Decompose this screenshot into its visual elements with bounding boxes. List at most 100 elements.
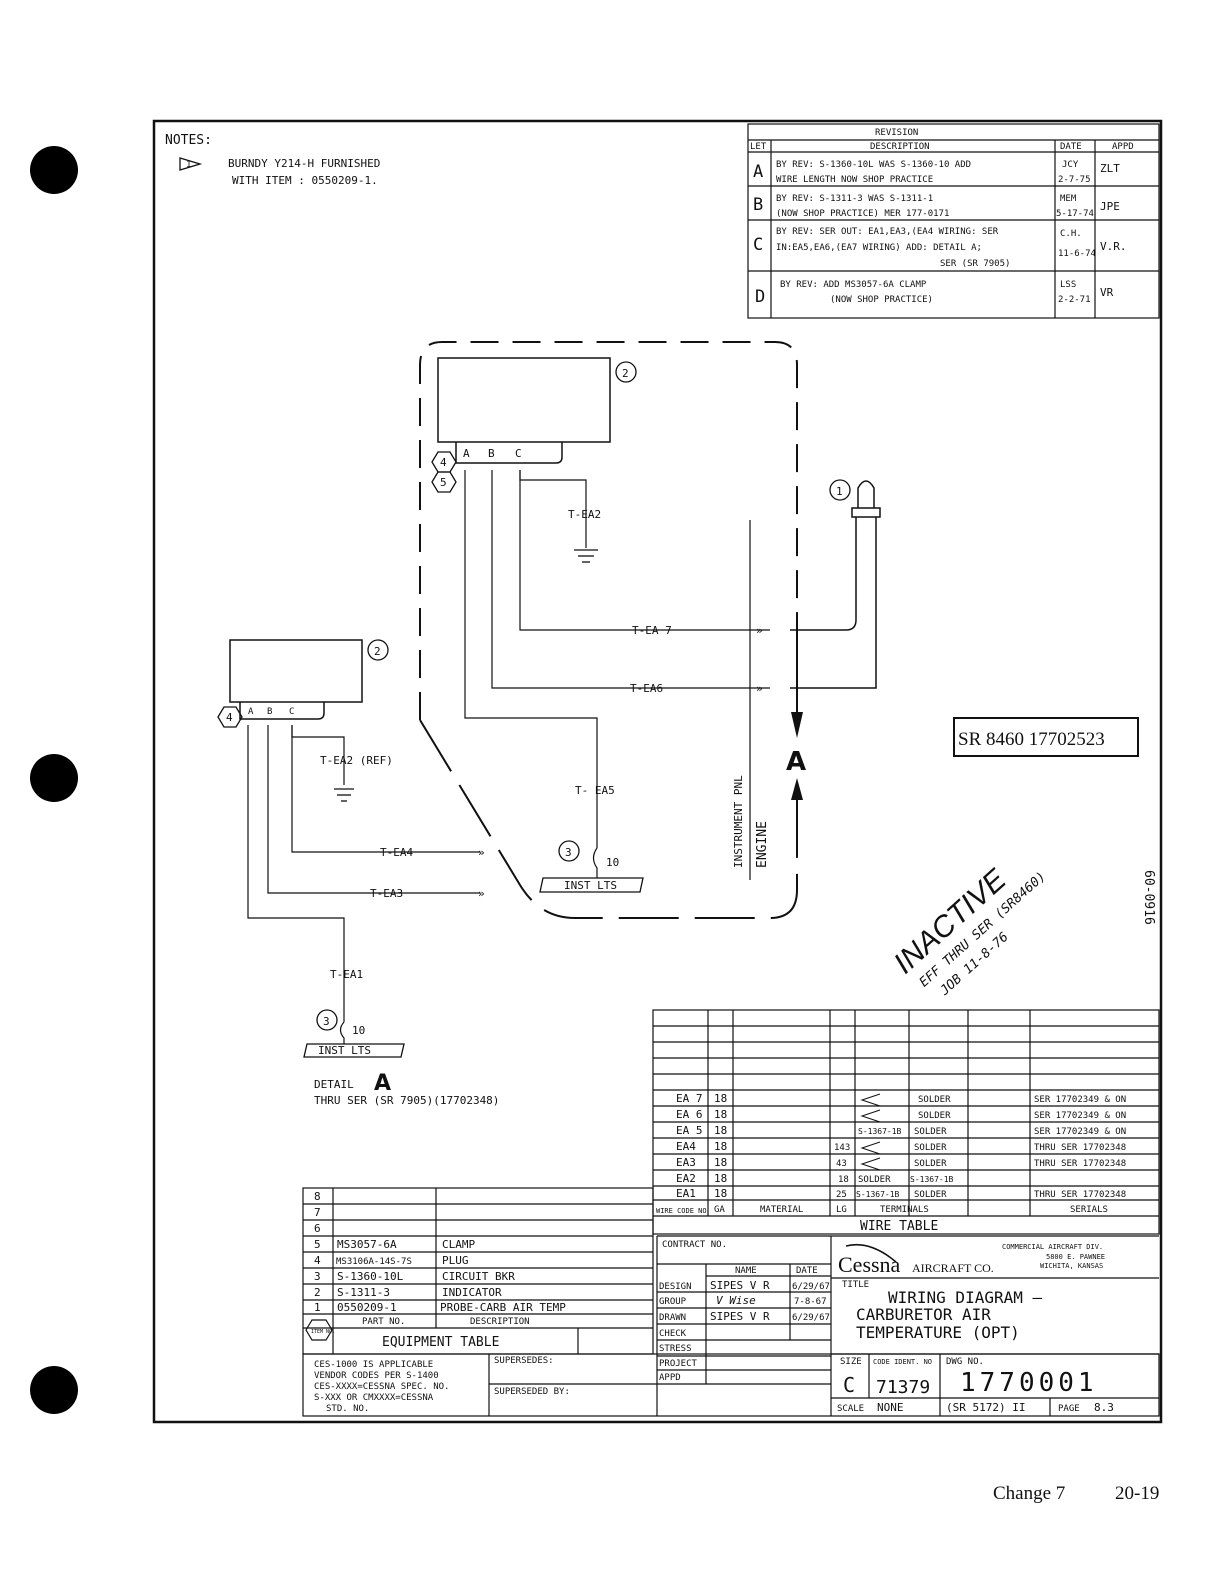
svg-text:18: 18 — [714, 1187, 727, 1200]
drawing-title-line-2: CARBURETOR AIR — [856, 1305, 991, 1324]
revision-a-date-1: JCY — [1062, 160, 1079, 170]
breaker-terminal-10-detail: 10 — [352, 1024, 365, 1037]
binder-hole-middle — [30, 754, 78, 802]
wire-table-title: WIRE TABLE — [860, 1219, 938, 1234]
svg-text:CHECK: CHECK — [659, 1329, 687, 1339]
svg-text:5: 5 — [440, 476, 447, 489]
svg-text:8: 8 — [314, 1190, 321, 1203]
svg-text:MS3057-6A: MS3057-6A — [337, 1238, 397, 1251]
pin-b-detail: B — [267, 707, 272, 717]
wire-row: EA2 18 18 SOLDER S-1367-1B — [676, 1172, 954, 1185]
svg-text:THRU SER 17702348: THRU SER 17702348 — [1034, 1159, 1126, 1169]
code-ident-value: 71379 — [876, 1377, 930, 1398]
revision-c-appd: V.R. — [1100, 240, 1127, 253]
breaker-symbol — [592, 847, 598, 878]
svg-text:4: 4 — [314, 1254, 321, 1267]
revision-d-date-2: 2-2-71 — [1058, 295, 1091, 305]
wire-header-terminals: TERMINALS — [880, 1205, 929, 1215]
revision-c-let: C — [753, 235, 763, 255]
detail-thru-serial: THRU SER (SR 7905)(17702348) — [314, 1094, 499, 1107]
svg-text:A: A — [786, 747, 806, 777]
equipment-row: 6 — [314, 1222, 321, 1235]
svg-text:V Wise: V Wise — [716, 1294, 756, 1307]
equipment-row: 5 MS3057-6A CLAMP — [314, 1238, 475, 1251]
svg-text:43: 43 — [836, 1159, 847, 1169]
engine-label: ENGINE — [755, 821, 770, 868]
svg-text:EA3: EA3 — [676, 1156, 696, 1169]
revision-title: REVISION — [875, 128, 918, 138]
engine-area-boundary — [419, 341, 798, 720]
svg-text:EA 5: EA 5 — [676, 1124, 703, 1137]
sr-stamp-box — [953, 717, 1139, 757]
svg-text:CIRCUIT BKR: CIRCUIT BKR — [442, 1270, 515, 1283]
signoff-row: CHECK — [659, 1329, 687, 1339]
svg-text:2: 2 — [374, 645, 381, 658]
svg-text:18: 18 — [714, 1108, 727, 1121]
revision-c-line-3: SER (SR 7905) — [940, 259, 1010, 269]
item-2-balloon-detail: 2 — [367, 639, 389, 661]
svg-text:EA 7: EA 7 — [676, 1092, 703, 1105]
detail-wires — [247, 725, 480, 1022]
probe-icon — [790, 480, 881, 689]
connector-symbol: » — [478, 887, 485, 900]
svg-text:STRESS: STRESS — [659, 1344, 692, 1354]
wire-label-t-ea4: T-EA4 — [380, 846, 413, 859]
col-date-label: DATE — [796, 1266, 818, 1276]
signoff-row: DESIGN SIPES V R 6/29/67 — [659, 1279, 830, 1292]
division-line-1: COMMERCIAL AIRCRAFT DIV. — [1002, 1243, 1103, 1251]
instrument-panel-label: INSTRUMENT PNL — [732, 775, 745, 868]
notes-header: NOTES: — [165, 133, 212, 148]
equipment-row: 2 S-1311-3 INDICATOR — [314, 1286, 502, 1299]
svg-text:SIPES V R: SIPES V R — [710, 1310, 770, 1323]
revision-d-line-2: (NOW SHOP PRACTICE) — [830, 295, 933, 305]
equipment-table-title: EQUIPMENT TABLE — [382, 1335, 499, 1350]
svg-text:S-1367-1B: S-1367-1B — [856, 1190, 900, 1199]
wire-row: EA 5 18 S-1367-1B SOLDER SER 17702349 & … — [676, 1124, 1126, 1137]
svg-text:SOLDER: SOLDER — [918, 1111, 951, 1121]
svg-text:18: 18 — [714, 1172, 727, 1185]
item-4-hex-detail: 4 — [217, 706, 243, 728]
signoff-row: DRAWN SIPES V R 6/29/67 — [659, 1310, 830, 1323]
footer-change: Change 7 — [993, 1483, 1066, 1504]
revision-block — [747, 123, 1160, 319]
revision-c-date-1: C.H. — [1060, 229, 1082, 239]
sheet-border — [152, 119, 1163, 1424]
equipment-table-grid — [302, 1187, 654, 1355]
wire-table-grid — [652, 1009, 1160, 1235]
signoff-row: APPD — [659, 1373, 681, 1383]
revision-a-line-1: BY REV: S-1360-10L WAS S-1360-10 ADD — [776, 160, 971, 170]
svg-text:143: 143 — [834, 1143, 850, 1153]
svg-text:4: 4 — [440, 456, 447, 469]
svg-text:2: 2 — [622, 367, 629, 380]
revision-col-date: DATE — [1060, 142, 1082, 152]
equipment-row: 1 0550209-1 PROBE-CARB AIR TEMP — [314, 1301, 566, 1314]
detail-label: DETAIL — [314, 1078, 354, 1091]
item-1-balloon: 1 — [829, 479, 851, 501]
revision-b-appd: JPE — [1100, 200, 1120, 213]
wire-row: EA 6 18 SOLDER SER 17702349 & ON — [676, 1108, 1126, 1121]
svg-text:ITEM NO.: ITEM NO. — [311, 1329, 335, 1335]
ces-note-line-5: STD. NO. — [326, 1404, 369, 1414]
drawing-title-line-3: TEMPERATURE (OPT) — [856, 1323, 1020, 1342]
svg-text:7: 7 — [314, 1206, 321, 1219]
svg-text:SER 17702349 & ON: SER 17702349 & ON — [1034, 1095, 1126, 1105]
engine-area-boundary-lower — [419, 719, 798, 919]
terminal-lug-icon — [860, 1093, 881, 1171]
revision-c-line-1: BY REV: SER OUT: EA1,EA3,(EA4 WIRING: SE… — [776, 227, 999, 237]
pin-a: A — [463, 447, 470, 460]
page-value: 8.3 — [1094, 1401, 1114, 1414]
signoff-row: GROUP V Wise 7-8-67 — [659, 1294, 827, 1307]
breaker-symbol-detail — [339, 1021, 345, 1044]
revision-a-appd: ZLT — [1100, 162, 1120, 175]
inst-lts-label-detail: INST LTS — [318, 1044, 371, 1057]
wire-label-t-ea6: T-EA6 — [630, 682, 663, 695]
svg-text:MS3106A-14S-7S: MS3106A-14S-7S — [336, 1257, 412, 1267]
wire-header-lg: LG — [836, 1205, 847, 1215]
inactive-stamp: INACTIVE EFF THRU SER (SR8460) JOB 11-8-… — [888, 862, 1049, 999]
revision-col-appd: APPD — [1112, 142, 1134, 152]
inst-lts-bus — [539, 877, 644, 893]
company-logo: Cessna — [838, 1252, 901, 1277]
wire-header-ga: GA — [714, 1205, 725, 1215]
indicator-engine — [437, 357, 611, 443]
